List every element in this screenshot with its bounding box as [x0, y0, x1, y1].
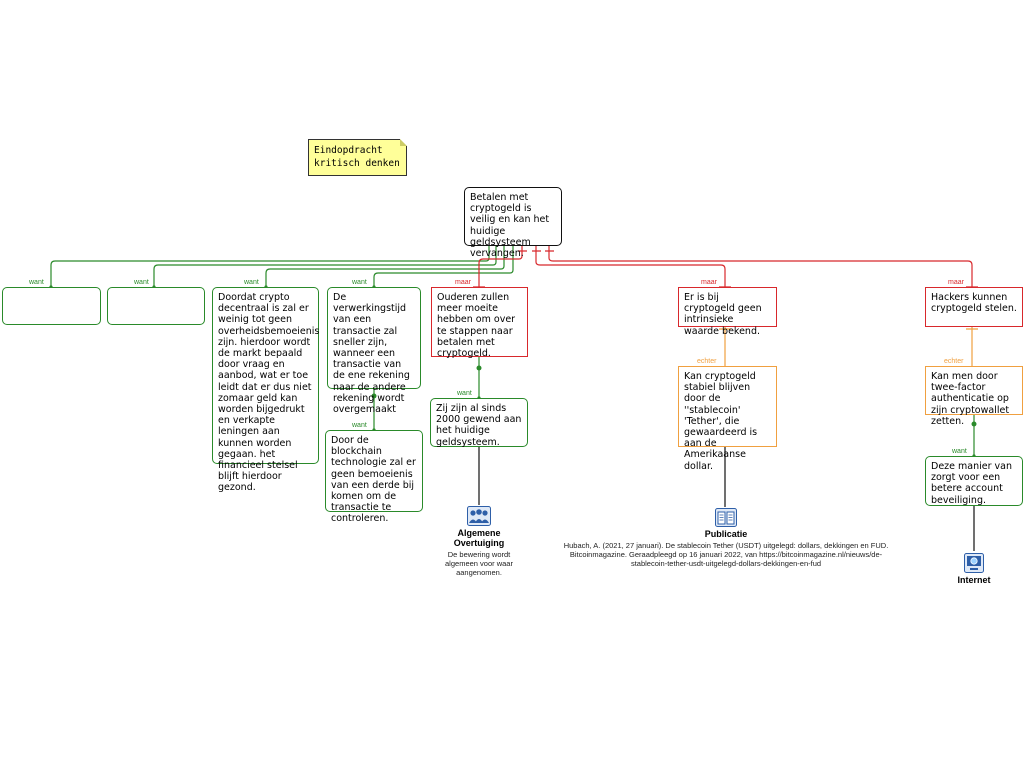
maar-label: maar: [948, 279, 964, 286]
want-label: want: [352, 422, 367, 429]
objection-text: Er is bij cryptogeld geen intrinsieke wa…: [684, 292, 762, 337]
reason-box-2[interactable]: [107, 287, 205, 325]
source-internet[interactable]: Internet: [942, 553, 1006, 585]
reason-4-sub-box[interactable]: Door de blockchain technologie zal er ge…: [325, 430, 423, 524]
echter-label: echter: [697, 358, 717, 365]
rebuttal-box-1[interactable]: Zij zijn al sinds 2000 gewend aan het hu…: [430, 398, 528, 448]
want-label: want: [134, 279, 149, 286]
title-note[interactable]: Eindopdracht kritisch denken: [308, 139, 407, 176]
maar-label: maar: [701, 279, 717, 286]
objection-box-1[interactable]: Ouderen zullen meer moeite hebben om ove…: [431, 287, 528, 360]
source-belief-title-2: Overtuiging: [453, 538, 505, 548]
source-belief[interactable]: Algemene Overtuiging De bewering wordt a…: [432, 506, 526, 577]
source-publication-desc: Hubach, A. (2021, 27 januari). De stable…: [563, 541, 889, 568]
reason-box-3[interactable]: Doordat crypto decentraal is zal er wein…: [212, 287, 319, 493]
note-line-2: kritisch denken: [314, 158, 400, 169]
rebuttal-text: Kan men door twee-factor authenticatie o…: [931, 371, 1010, 427]
reason-box-4[interactable]: De verwerkingstijd van een transactie za…: [327, 287, 421, 415]
source-internet-title: Internet: [957, 575, 991, 585]
reason-box-1[interactable]: [2, 287, 101, 325]
want-label: want: [244, 279, 259, 286]
rebuttal-box-3[interactable]: Kan men door twee-factor authenticatie o…: [925, 366, 1023, 427]
source-belief-title-1: Algemene: [457, 528, 501, 538]
reason-text: Doordat crypto decentraal is zal er wein…: [218, 292, 320, 494]
reason-sub-text: Door de blockchain technologie zal er ge…: [331, 435, 416, 525]
root-claim[interactable]: Betalen met cryptogeld is veilig en kan …: [464, 187, 562, 259]
objection-box-3[interactable]: Hackers kunnen cryptogeld stelen.: [925, 287, 1023, 327]
source-publication[interactable]: Publicatie Hubach, A. (2021, 27 januari)…: [554, 508, 898, 568]
root-claim-text: Betalen met cryptogeld is veilig en kan …: [470, 192, 550, 260]
rebuttal-text: Zij zijn al sinds 2000 gewend aan het hu…: [436, 403, 522, 448]
people-icon: [467, 506, 491, 526]
maar-label: maar: [455, 279, 471, 286]
want-label: want: [29, 279, 44, 286]
objection-box-2[interactable]: Er is bij cryptogeld geen intrinsieke wa…: [678, 287, 777, 337]
want-label: want: [352, 279, 367, 286]
echter-label: echter: [944, 358, 964, 365]
objection-text: Hackers kunnen cryptogeld stelen.: [931, 292, 1017, 315]
rebuttal-box-2[interactable]: Kan cryptogeld stabiel blijven door de '…: [678, 366, 777, 472]
rebuttal-text: Kan cryptogeld stabiel blijven door de '…: [684, 371, 758, 472]
support-box[interactable]: Deze manier van zorgt voor een betere ac…: [925, 456, 1023, 506]
reason-text: De verwerkingstijd van een transactie za…: [333, 292, 410, 416]
source-belief-desc: De bewering wordt algemeen voor waar aan…: [445, 550, 513, 577]
source-publication-title: Publicatie: [704, 529, 748, 539]
want-label: want: [457, 390, 472, 397]
want-label: want: [952, 448, 967, 455]
objection-text: Ouderen zullen meer moeite hebben om ove…: [437, 292, 516, 360]
note-line-1: Eindopdracht: [314, 145, 383, 156]
support-text: Deze manier van zorgt voor een betere ac…: [931, 461, 1012, 506]
computer-icon: [964, 553, 984, 573]
book-icon: [715, 508, 737, 527]
